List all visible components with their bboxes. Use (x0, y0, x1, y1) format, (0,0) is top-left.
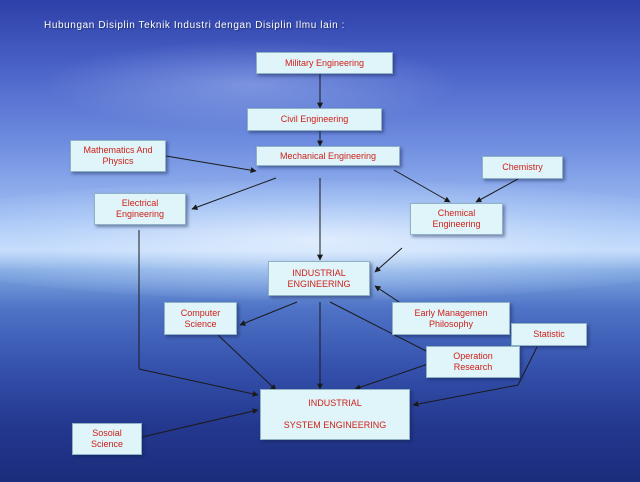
slide-title: Hubungan Disiplin Teknik Industri dengan… (44, 20, 346, 31)
node-chemistry: Chemistry (482, 156, 563, 179)
node-mechanical-engineering: Mechanical Engineering (256, 146, 400, 166)
node-civil-engineering: Civil Engineering (247, 108, 382, 131)
node-military-engineering: Military Engineering (256, 52, 393, 74)
arrow-industrial-to-computer (239, 301, 298, 326)
node-industrial-engineering: INDUSTRIAL ENGINEERING (268, 261, 370, 296)
node-mathematics-and-physics: Mathematics And Physics (70, 140, 166, 172)
node-chemical-engineering: Chemical Engineering (410, 203, 503, 235)
node-statistic: Statistic (511, 323, 587, 346)
arrow-math-to-mechanical (165, 155, 257, 174)
arrow-statistic-to-ise-tip (412, 384, 519, 407)
node-sosoial-science: Sosoial Science (72, 423, 142, 455)
node-early-managemen-philosophy: Early Managemen Philosophy (392, 302, 510, 335)
arrow-computer-to-ise (217, 334, 277, 391)
arrow-electrical-to-ise-tip (138, 368, 259, 397)
node-computer-science: Computer Science (164, 302, 237, 335)
arrow-statistic-to-ise (517, 346, 538, 386)
node-electrical-engineering: Electrical Engineering (94, 193, 186, 225)
arrow-mechanical-to-electrical (191, 177, 277, 210)
arrow-early-mgmt-to-industrial (374, 285, 403, 305)
node-industrial-system-engineering: INDUSTRIAL SYSTEM ENGINEERING (260, 389, 410, 440)
arrow-social-to-ise (141, 408, 259, 438)
arrow-chemical-to-industrial (374, 247, 403, 273)
arrow-operation-to-ise (354, 363, 429, 391)
arrow-chemistry-to-chemical (475, 178, 519, 203)
arrow-industrial-to-operation (329, 301, 433, 355)
arrow-mechanical-to-chemical (393, 169, 451, 203)
node-operation-research: Operation Research (426, 346, 520, 378)
